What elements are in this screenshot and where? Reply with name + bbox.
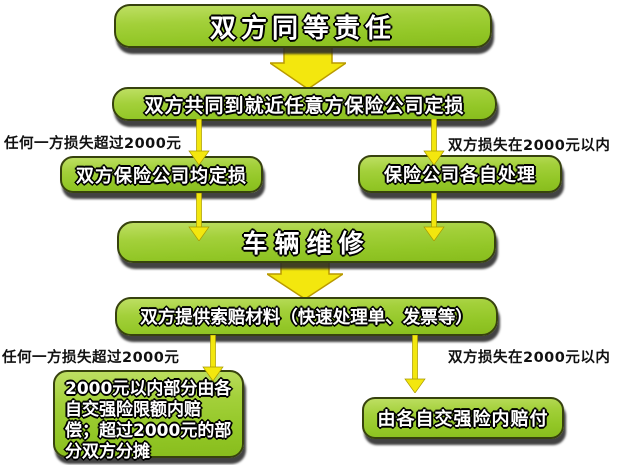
connector-arrow-left-1-icon [188,119,210,165]
condition-label-within-2000-bottom: 双方损失在2000元以内 [448,350,611,366]
condition-label-over-2000-bottom: 任何一方损失超过2000元 [2,350,180,366]
condition-label-over-2000-top: 任何一方损失超过2000元 [4,136,182,152]
node-paid-by-own-insurance: 由各自交强险内赔付 [362,397,564,439]
node-claim-materials: 双方提供索赔材料（快速处理单、发票等） [115,297,498,336]
connector-arrow-right-2-icon [423,193,445,241]
big-down-arrow-2-icon [267,258,343,300]
connector-arrow-left-2-icon [188,193,210,241]
connector-arrow-right-1-icon [423,119,445,165]
connector-arrow-left-3-icon [202,335,224,381]
node-joint-assessment: 双方共同到就近任意方保险公司定损 [112,87,497,121]
node-both-insurers-assess: 双方保险公司均定损 [60,156,263,193]
connector-arrow-right-3-icon [404,335,426,393]
node-equal-responsibility: 双方同等责任 [114,4,492,48]
node-insurers-handle-separately: 保险公司各自处理 [358,155,562,193]
big-down-arrow-icon [270,46,346,90]
node-within-2000-split: 2000元以内部分由各自交强险限额内赔偿；超过2000元的部分双方分摊 [53,370,244,462]
condition-label-within-2000-top: 双方损失在2000元以内 [448,138,611,154]
